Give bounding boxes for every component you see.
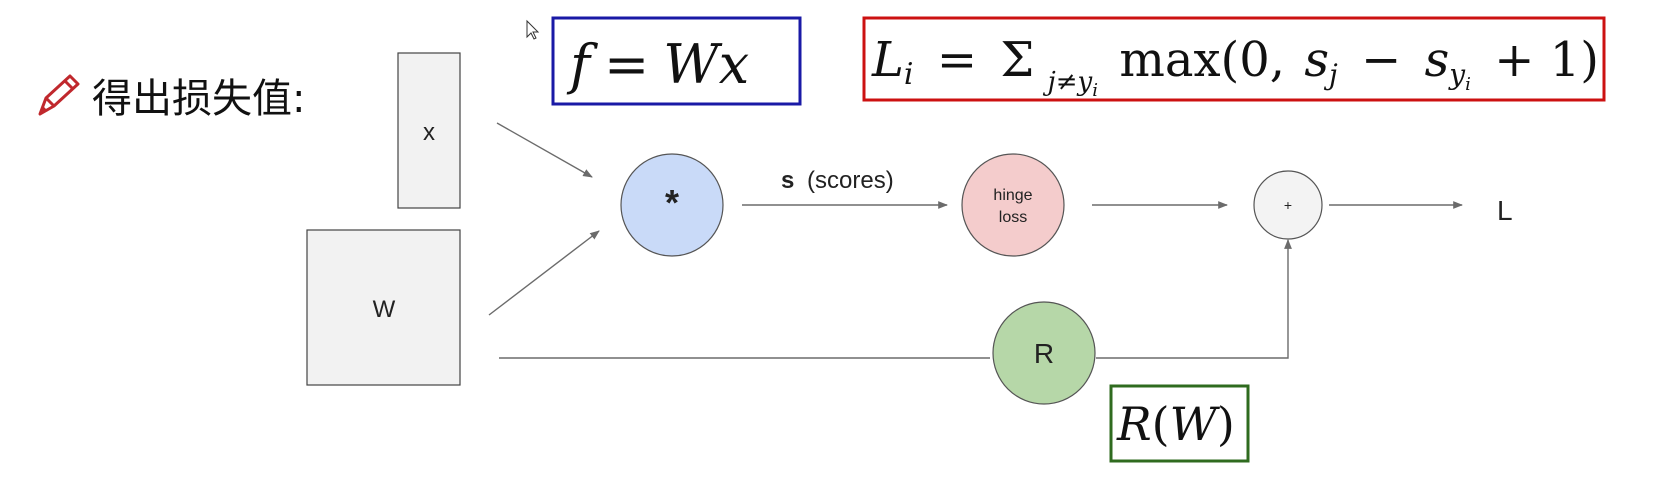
- pencil-icon: [38, 74, 80, 116]
- edge-x-to-multiply: [496, 122, 593, 178]
- plus-node: +: [1253, 170, 1323, 240]
- input-w-label: W: [373, 296, 396, 323]
- svg-text:Li = Σ j≠yi: Li = Σ j≠yi max(0, sj − syi + 1): [871, 32, 1599, 107]
- input-x-label: x: [423, 119, 435, 146]
- section-title: 得出损失值:: [92, 76, 305, 122]
- multiply-node: *: [620, 153, 724, 257]
- formula-f-eq-wx: f=Wx: [551, 16, 802, 106]
- scores-symbol: s: [781, 167, 794, 194]
- plus-label: +: [1284, 197, 1292, 213]
- scores-text: (scores): [807, 167, 894, 194]
- input-node-x: x: [397, 52, 461, 209]
- mouse-cursor-icon: [526, 19, 540, 40]
- hinge-label-line1: hinge: [993, 187, 1032, 204]
- hinge-label-line2: loss: [999, 209, 1027, 226]
- edge-w-to-multiply: [488, 230, 600, 316]
- multiply-label: *: [665, 182, 679, 223]
- edge-regularizer-to-plus: [1096, 239, 1292, 359]
- formula-multiclass-svm-loss: Li = Σ j≠yi max(0, sj − syi + 1): [862, 16, 1606, 107]
- input-node-w: W: [306, 229, 461, 386]
- regularizer-label: R: [1034, 338, 1054, 369]
- svg-text:f=Wx: f=Wx: [566, 33, 749, 96]
- formula-regularization: R(W): [1109, 384, 1250, 463]
- svg-text:R(W): R(W): [1116, 397, 1235, 451]
- regularizer-node: R: [992, 301, 1096, 405]
- scores-edge-label: s (scores): [781, 167, 894, 194]
- output-label: L: [1497, 195, 1513, 226]
- hinge-loss-node: hinge loss: [961, 153, 1065, 257]
